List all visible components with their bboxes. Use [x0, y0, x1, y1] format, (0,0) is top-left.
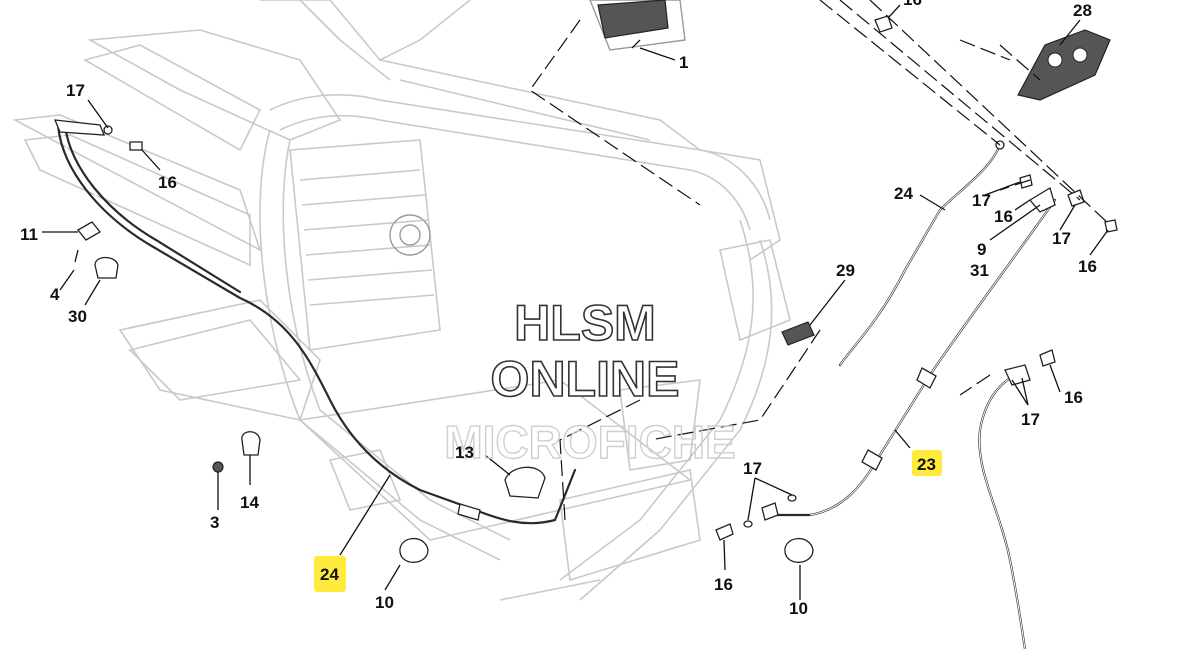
callout-24: 24 [894, 184, 913, 203]
hose-left-24 [56, 123, 577, 525]
motorcycle-frame [12, 0, 791, 601]
phantom-lines [529, 0, 1111, 521]
part-28-bracket [1017, 29, 1111, 101]
fitting-left-top [53, 119, 113, 136]
callout-3: 3 [210, 513, 219, 532]
callout-17: 17 [1021, 410, 1040, 429]
callout-16: 16 [1078, 257, 1097, 276]
highlight-24 [314, 556, 346, 592]
callout-17: 17 [66, 81, 85, 100]
callout-4: 4 [50, 285, 60, 304]
callout-28: 28 [1073, 1, 1092, 20]
callout-11: 11 [20, 225, 38, 244]
callout-16: 16 [1064, 388, 1083, 407]
callout-14: 14 [240, 493, 259, 512]
watermark-line1: HLSM [514, 295, 656, 351]
callout-17: 17 [743, 459, 762, 478]
hose-right-23 [773, 198, 1057, 517]
watermark-line3: MICROFICHE [444, 416, 735, 468]
callout-16: 16 [994, 207, 1013, 226]
hose-far-right [978, 368, 1027, 649]
callout-16: 16 [714, 575, 733, 594]
callout-16: 16 [903, 0, 922, 9]
callout-1: 1 [679, 53, 688, 72]
callouts: 1 28 16 17 16 11 4 30 24 17 16 9 31 17 1… [20, 0, 1097, 618]
callout-10: 10 [375, 593, 394, 612]
callout-23: 23 [917, 455, 936, 474]
callout-31: 31 [970, 261, 989, 280]
small-parts [74, 15, 1118, 563]
leader-lines [42, 4, 1109, 600]
callout-17: 17 [1052, 229, 1071, 248]
callout-13: 13 [455, 443, 474, 462]
callout-16: 16 [158, 173, 177, 192]
callout-17: 17 [972, 191, 991, 210]
callout-24: 24 [320, 565, 339, 584]
callout-9: 9 [977, 240, 986, 259]
fitting-bottom [457, 503, 481, 521]
callout-10: 10 [789, 599, 808, 618]
callout-29: 29 [836, 261, 855, 280]
callout-30: 30 [68, 307, 87, 326]
watermark-line2: ONLINE [491, 351, 680, 407]
highlight-23 [912, 450, 942, 476]
watermark: HLSM ONLINE MICROFICHE [444, 294, 737, 469]
